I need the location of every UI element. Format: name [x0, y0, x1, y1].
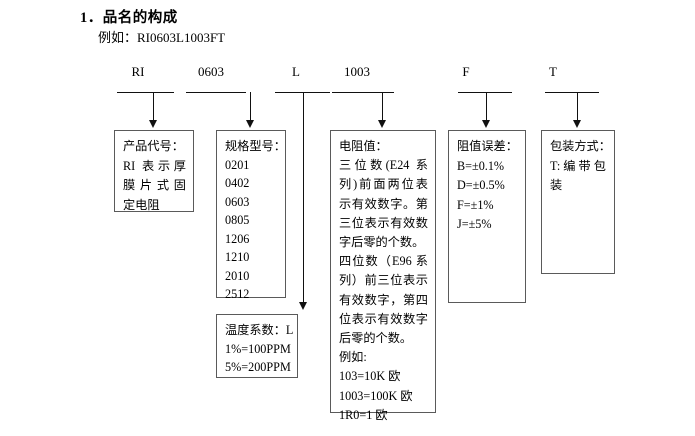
size-option-2512: 2512: [225, 287, 250, 301]
resistance-example-1r0: 1R0=1 欧: [339, 407, 388, 422]
resistance-rule-e96: 四位数（E96 系列）前三位表示有效数字，第四位表示有效数字后零的个数。: [339, 254, 428, 346]
arrow-head-ri: [149, 120, 157, 128]
connector-bar-t: [545, 92, 599, 93]
segment-label-t: T: [549, 64, 557, 79]
resistance-example-103: 103=10K 欧: [339, 369, 401, 384]
resistance-example-label: 例如:: [339, 350, 367, 365]
size-option-0603: 0603: [225, 194, 250, 209]
box-product-code-title: 产品代号：: [123, 139, 184, 153]
segment-label-l: L: [292, 64, 300, 79]
connector-line-l: [303, 92, 304, 304]
size-option-2010: 2010: [225, 268, 250, 283]
arrow-head-t: [573, 120, 581, 128]
tolerance-option-j: J=±5%: [457, 217, 492, 231]
connector-bar-l: [275, 92, 330, 93]
example-part-number: 例如：RI0603L1003FT: [98, 30, 226, 45]
segment-label-f: F: [462, 64, 470, 79]
connector-line-ri: [153, 92, 154, 122]
connector-bar-ri: [117, 92, 174, 93]
connector-line-t: [577, 92, 578, 122]
packaging-option-t-line-1: T: 编 带 包: [550, 158, 606, 173]
connector-bar-f: [458, 92, 512, 93]
box-size-type: 规格型号： 0201 0402 0603 0805 1206 1210 2010…: [216, 130, 286, 301]
box-resistance-value-title: 电阻值：: [339, 139, 388, 153]
tolerance-option-b: B=±0.1%: [457, 158, 505, 173]
box-product-code-line-3: 定电阻: [123, 197, 160, 212]
size-option-0402: 0402: [225, 176, 250, 190]
box-product-code-line-1: RI 表示厚: [123, 158, 186, 173]
box-temperature-coefficient: 温度系数：L 1%=100PPM 5%=200PPM: [216, 314, 298, 378]
size-option-1206: 1206: [225, 231, 250, 246]
box-tolerance-title: 阻值误差：: [457, 139, 518, 153]
size-option-0201: 0201: [225, 157, 250, 172]
connector-line-f: [486, 92, 487, 122]
tolerance-option-d: D=±0.5%: [457, 178, 505, 192]
size-option-0805: 0805: [225, 213, 250, 227]
connector-bar-0603: [186, 92, 246, 93]
box-packaging-title: 包装方式：: [550, 139, 611, 153]
box-product-code: 产品代号： RI 表示厚 膜片式固 定电阻: [114, 130, 194, 212]
segment-label-1003: 1003: [344, 64, 370, 79]
box-product-code-line-2: 膜片式固: [123, 178, 186, 192]
resistance-rule-e24: 三位数(E24 系列)前面两位表示有效数字。第三位表示有效数字后零的个数。: [339, 158, 428, 250]
segment-label-0603: 0603: [198, 64, 224, 79]
resistance-example-1003: 1003=100K 欧: [339, 388, 413, 403]
box-temperature-coefficient-title: 温度系数：L: [225, 323, 294, 337]
page-title: 1．品名的构成: [80, 6, 178, 27]
arrow-head-l: [299, 302, 307, 310]
arrow-head-0603: [246, 120, 254, 128]
arrow-head-1003: [378, 120, 386, 128]
box-size-type-title: 规格型号：: [225, 139, 286, 153]
tempco-value-1-percent: 1%=100PPM: [225, 341, 291, 356]
arrow-head-f: [482, 120, 490, 128]
tempco-value-5-percent: 5%=200PPM: [225, 360, 291, 374]
section-number: 1．: [80, 10, 103, 26]
box-resistance-value: 电阻值： 三位数(E24 系列)前面两位表示有效数字。第三位表示有效数字后零的个…: [330, 130, 436, 422]
size-option-1210: 1210: [225, 250, 250, 264]
section-heading-text: 品名的构成: [102, 10, 178, 26]
connector-line-0603: [250, 92, 251, 122]
box-tolerance: 阻值误差： B=±0.1% D=±0.5% F=±1% J=±5%: [448, 130, 526, 303]
segment-label-ri: RI: [131, 64, 145, 79]
tolerance-option-f: F=±1%: [457, 197, 494, 212]
packaging-option-t-line-2: 装: [550, 178, 563, 192]
connector-line-1003: [382, 92, 383, 122]
box-packaging: 包装方式： T: 编 带 包 装: [541, 130, 615, 274]
connector-bar-1003: [332, 92, 394, 93]
